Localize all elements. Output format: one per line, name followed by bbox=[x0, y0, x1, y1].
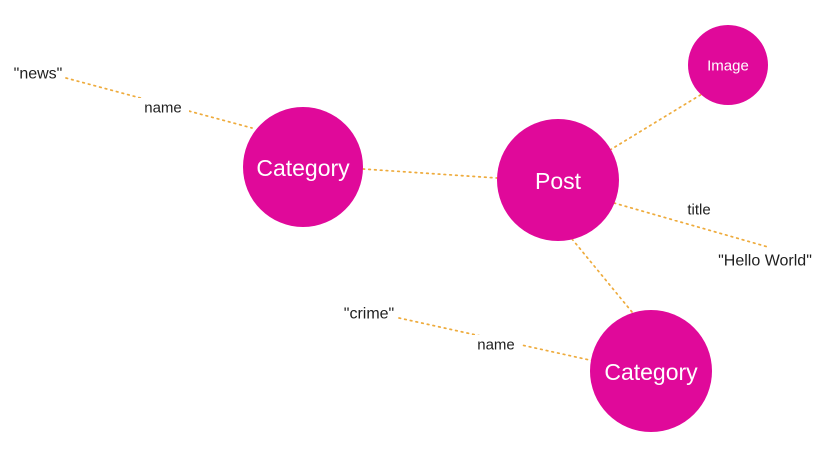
edge-label-backdrop bbox=[137, 98, 189, 118]
edge-label: name bbox=[144, 100, 182, 117]
values-layer: "news" "crime" "Hello World" bbox=[14, 66, 812, 323]
property-value-label: "news" bbox=[14, 66, 63, 83]
node-circle[interactable] bbox=[497, 119, 619, 241]
node-circle[interactable] bbox=[243, 107, 363, 227]
graph-node[interactable]: Post bbox=[497, 119, 619, 241]
edge-labels-layer: name title name bbox=[137, 98, 725, 355]
node-circle[interactable] bbox=[688, 25, 768, 105]
graph-edge[interactable] bbox=[613, 202, 769, 248]
graph-edge[interactable] bbox=[609, 93, 703, 151]
graph-node[interactable]: Category bbox=[243, 107, 363, 227]
graph-edge[interactable] bbox=[571, 238, 633, 313]
property-value-label: "crime" bbox=[344, 306, 394, 323]
edge-label: name bbox=[477, 337, 515, 354]
node-circle[interactable] bbox=[590, 310, 712, 432]
graph-edge[interactable] bbox=[362, 168, 498, 179]
edge-label: title bbox=[687, 202, 710, 219]
graph-node[interactable]: Category bbox=[590, 310, 712, 432]
edge-label-backdrop bbox=[470, 335, 522, 355]
graph-node[interactable]: Image bbox=[688, 25, 768, 105]
property-value-label: "Hello World" bbox=[718, 253, 812, 270]
edge-label-backdrop bbox=[673, 200, 725, 220]
